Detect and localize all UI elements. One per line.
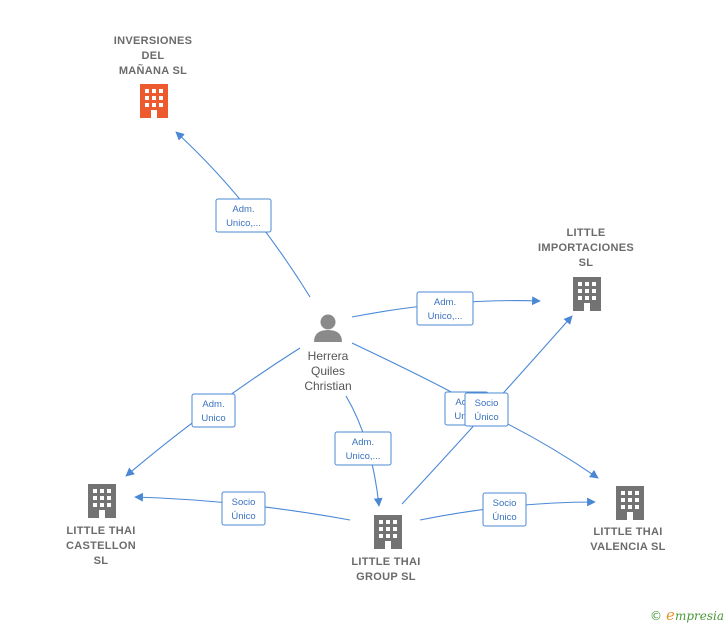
edge-label-line: Unico,... (428, 311, 463, 322)
edge-label-line: Adm. (352, 437, 374, 448)
edge-label-p-inversiones[interactable]: Adm. Unico,... (215, 198, 272, 233)
edge-label-line: Único (231, 511, 255, 522)
edge-label-g-importaciones[interactable]: Socio Único (464, 392, 509, 427)
node-label-line: CASTELLON (66, 540, 136, 552)
node-label-line: VALENCIA SL (590, 541, 665, 553)
edge-label-line: Adm. (232, 204, 254, 215)
person-name-line: Herrera (308, 349, 349, 363)
node-castellon[interactable]: LITTLE THAI CASTELLON SL (66, 484, 136, 567)
node-label-line: SL (94, 555, 109, 567)
edge-label-line: Único (474, 412, 498, 423)
person-icon (314, 314, 342, 342)
node-group[interactable]: LITTLE THAI GROUP SL (351, 515, 420, 583)
node-label-line: LITTLE (566, 227, 605, 239)
person-name-line: Quiles (311, 364, 345, 378)
edge-label-g-valencia[interactable]: Socio Único (482, 492, 527, 527)
node-label-line: IMPORTACIONES (538, 242, 634, 254)
node-label-line: LITTLE THAI (351, 556, 420, 568)
building-icon (573, 277, 601, 311)
building-icon (616, 486, 644, 520)
node-label-line: LITTLE THAI (593, 526, 662, 538)
building-icon (88, 484, 116, 518)
node-label-line: GROUP SL (356, 571, 416, 583)
building-icon (374, 515, 402, 549)
node-label-line: LITTLE THAI (66, 525, 135, 537)
brand-initial: e (666, 606, 675, 624)
node-importaciones[interactable]: LITTLE IMPORTACIONES SL (538, 227, 634, 311)
node-label-line: SL (579, 257, 594, 269)
node-valencia[interactable]: LITTLE THAI VALENCIA SL (590, 486, 665, 553)
person-name-line: Christian (304, 379, 351, 393)
edge-label-p-importaciones[interactable]: Adm. Unico,... (416, 291, 474, 326)
node-label-line: INVERSIONES (114, 35, 193, 47)
building-icon (140, 84, 168, 118)
edge-label-line: Unico,... (346, 451, 381, 462)
edge-label-line: Adm. (202, 399, 224, 410)
edge-label-line: Socio (475, 398, 499, 409)
edge-label-p-castellon[interactable]: Adm. Unico (191, 393, 236, 428)
edge-label-line: Adm. (434, 297, 456, 308)
node-inversiones[interactable]: INVERSIONES DEL MAÑANA SL (114, 35, 193, 118)
node-person[interactable]: Herrera Quiles Christian (304, 314, 352, 394)
edge-label-line: Unico,... (226, 218, 261, 229)
edge-label-g-castellon[interactable]: Socio Único (221, 491, 266, 526)
edge-label-p-group[interactable]: Adm. Unico,... (334, 431, 392, 466)
edge-label-line: Único (492, 512, 516, 523)
node-label-line: MAÑANA SL (119, 64, 187, 77)
edge-label-line: Unico (201, 413, 225, 424)
empresia-logo[interactable]: ©empresia (650, 606, 724, 624)
edge-person-valencia (351, 342, 463, 399)
copyright-symbol: © (650, 609, 663, 623)
edge-label-line: Socio (232, 497, 256, 508)
edge-label-line: Socio (493, 498, 517, 509)
node-label-line: DEL (142, 50, 165, 62)
edge-person-valencia-tail (499, 419, 599, 479)
brand-name: mpresia (674, 609, 724, 623)
